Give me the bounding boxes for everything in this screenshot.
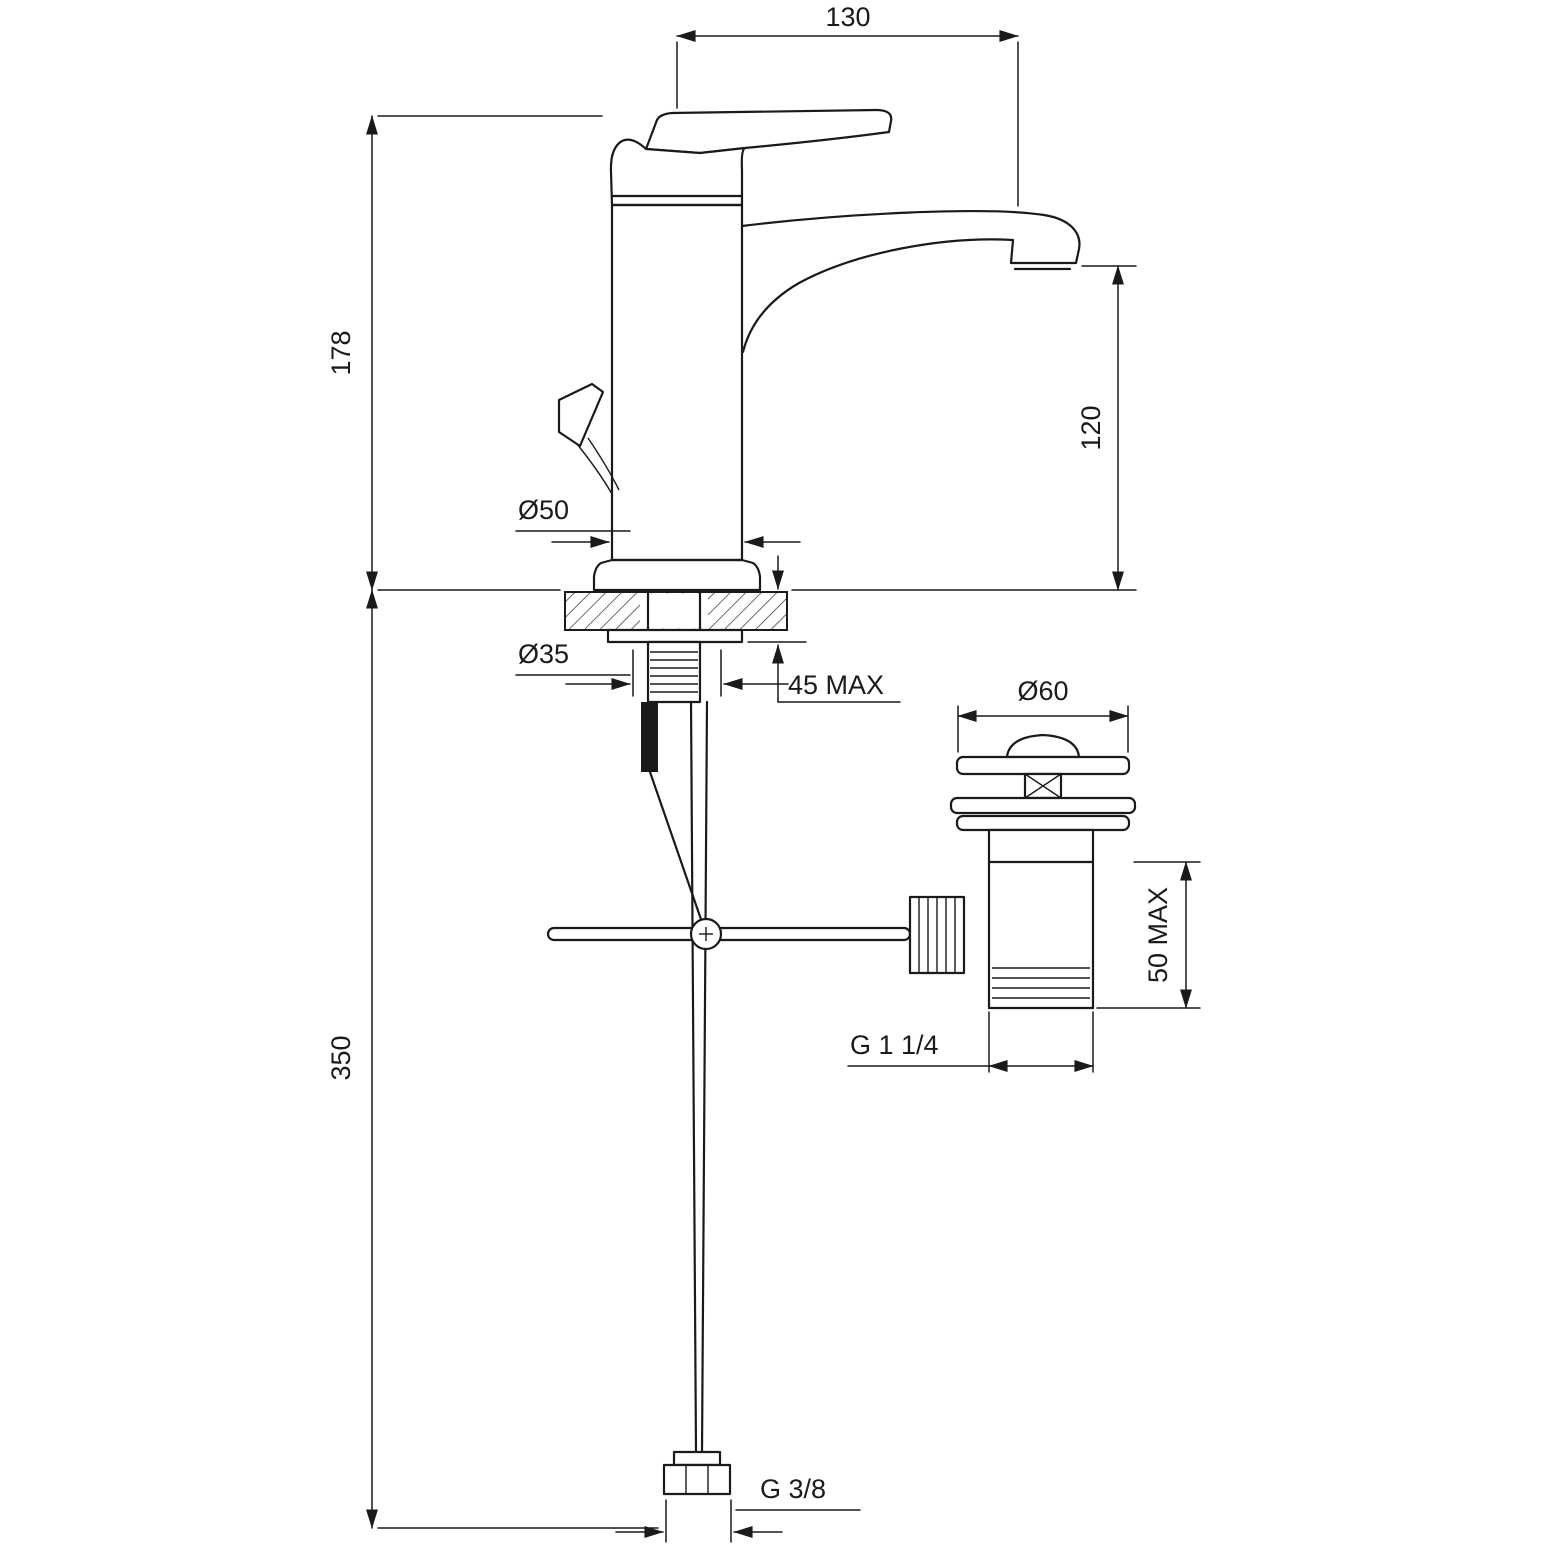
dimension-50-max: 50 MAX [1096, 861, 1201, 1009]
dimension-dia60: Ø60 [957, 676, 1129, 753]
waste-flange-3 [955, 814, 1131, 832]
dim-label-50-max: 50 MAX [1143, 887, 1173, 983]
dim-label-dia50: Ø50 [518, 495, 569, 525]
dim-label-g114: G 1 1/4 [850, 1030, 939, 1060]
dimension-dia35: Ø35 [515, 639, 789, 697]
pop-up-rod-upper [641, 702, 658, 772]
dimension-dia50: Ø50 [515, 495, 801, 548]
handle-lever [644, 108, 893, 155]
pop-up-waste-assembly [908, 733, 1137, 1010]
mounting-washer [606, 628, 744, 644]
dim-label-dia60: Ø60 [1017, 676, 1068, 706]
waste-body [987, 828, 1095, 1010]
pop-up-rod-and-hose [546, 700, 912, 1496]
dimension-120-spout-height: 120 [791, 265, 1137, 591]
dimension-45-max: 45 MAX [747, 555, 901, 703]
supply-hose-right [700, 700, 709, 1454]
waste-plug-dome [1005, 733, 1081, 759]
threaded-shank [646, 640, 702, 704]
dimension-350-hose: 350 [326, 589, 659, 1529]
supply-hose-left [689, 700, 698, 1454]
hose-collar [672, 1450, 722, 1467]
horizontal-rod [546, 926, 912, 942]
dim-label-130: 130 [825, 2, 870, 32]
dim-label-350: 350 [326, 1035, 356, 1080]
faucet-outline [557, 108, 1081, 592]
dim-label-45-max: 45 MAX [788, 670, 884, 700]
lift-rod-knob [557, 382, 605, 448]
dim-label-120: 120 [1076, 405, 1106, 450]
dimension-g114: G 1 1/4 [847, 1011, 1094, 1073]
base-flange [592, 558, 762, 592]
dim-label-dia35: Ø35 [518, 639, 569, 669]
countertop-section [564, 590, 788, 704]
dimension-130-width: 130 [676, 2, 1019, 207]
hose-nut [662, 1463, 732, 1496]
waste-top-flange [955, 755, 1131, 776]
handle-base [609, 138, 747, 207]
dimension-g38: G 3/8 [615, 1474, 861, 1543]
dim-label-178: 178 [326, 330, 356, 375]
spout [740, 210, 1081, 354]
dimension-178-height: 178 [326, 115, 603, 591]
lift-rod-link [576, 443, 613, 495]
waste-flange-2 [949, 796, 1137, 815]
waste-thread-lines [992, 967, 1090, 999]
pop-up-rod-diagonal [648, 770, 706, 930]
dim-label-g38: G 3/8 [760, 1474, 826, 1504]
